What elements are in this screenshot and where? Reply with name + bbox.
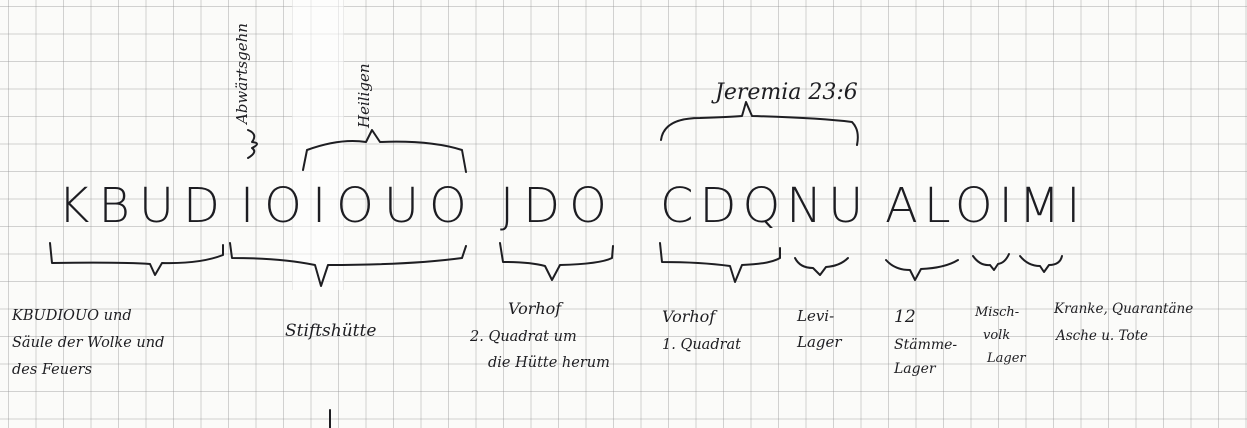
- annotation-line: KBUDIOUO und: [12, 308, 132, 324]
- annotation-line: 2. Quadrat um: [470, 328, 577, 345]
- annotation-stamme-lager: 12 Stämme- Lager: [894, 303, 957, 382]
- annotation-kranke-quarantaene: Kranke, Quarantäne Asche u. Tote: [1054, 296, 1193, 350]
- brace-i: [1019, 255, 1063, 273]
- letters-cdqnu: CDQNU: [660, 178, 870, 234]
- annotation-line: Misch-: [975, 305, 1020, 320]
- brace-stiftshuette: [229, 242, 467, 287]
- brace-alo: [885, 259, 959, 281]
- annotation-line: Asche u. Tote: [1056, 328, 1148, 344]
- label-jeremia-verse: Jeremia 23:6: [715, 80, 858, 105]
- annotation-line: volk: [983, 327, 1011, 343]
- annotation-line: 12: [894, 307, 916, 327]
- annotation-vorhof-1: Vorhof 1. Quadrat: [662, 303, 741, 358]
- annotation-kbud: KBUDIOUO und Säule der Wolke und des Feu…: [12, 303, 164, 383]
- annotation-line: Vorhof: [662, 307, 716, 326]
- top-brace-small: [247, 129, 258, 159]
- top-brace-jeremia: [660, 101, 859, 146]
- annotation-line: Stiftshütte: [285, 321, 377, 341]
- annotation-stiftshuette: Stiftshütte: [285, 316, 376, 347]
- annotation-vorhof-2: Vorhof 2. Quadrat um die Hütte herum: [470, 295, 610, 376]
- annotation-levi-lager: Levi- Lager: [797, 303, 842, 356]
- annotation-mischvolk-lager: Misch- volk Lager: [975, 302, 1026, 370]
- letters-aloimi: ALOIMI: [885, 178, 1087, 234]
- annotation-line: Stämme-: [894, 336, 958, 353]
- letters-kbud: KBUD: [58, 178, 229, 234]
- annotation-line: Lager: [894, 361, 936, 378]
- brace-nu: [794, 257, 849, 276]
- annotation-line: die Hütte herum: [488, 354, 610, 371]
- annotation-line: Vorhof: [508, 299, 562, 318]
- annotation-line: Lager: [987, 350, 1026, 366]
- annotation-line: des Feuers: [12, 361, 93, 378]
- brace-im: [972, 253, 1010, 271]
- label-abwaertsgehn: Abwärtsgehn: [233, 23, 251, 124]
- adhesive-tape-strip: [292, 0, 344, 290]
- brace-cdq: [659, 242, 781, 283]
- annotation-line: 1. Quadrat: [662, 336, 741, 353]
- brace-kbud: [49, 242, 224, 276]
- letters-jdo: JDO: [500, 178, 616, 234]
- annotation-line: Levi-: [797, 307, 835, 325]
- annotation-line: Kranke, Quarantäne: [1054, 301, 1194, 317]
- annotation-line: Lager: [797, 333, 842, 352]
- label-heiligen: Heiligen: [355, 63, 373, 129]
- annotation-line: Säule der Wolke und: [12, 334, 165, 351]
- top-brace-stiftshuette: [302, 129, 467, 173]
- brace-jdo: [499, 242, 614, 281]
- letters-ioiouo: IOIOUO: [240, 178, 477, 234]
